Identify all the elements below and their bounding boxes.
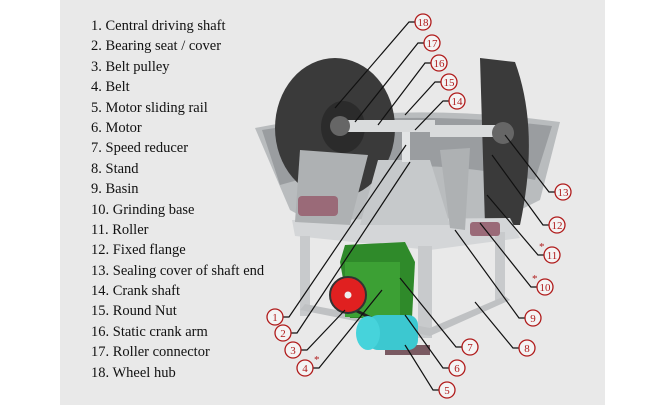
leader-line (291, 161, 411, 334)
pulley-hub (344, 291, 352, 299)
legend-item: 6. Motor (91, 119, 142, 136)
leader-line (414, 100, 449, 131)
leader-line (504, 134, 555, 193)
leader-line (301, 309, 346, 351)
callout-number: 11 (547, 250, 558, 262)
callout-number: 5 (444, 385, 450, 397)
callout-circle (440, 73, 458, 91)
stand-leg (300, 236, 310, 316)
callout-circle (448, 359, 466, 377)
callout-circle (518, 339, 536, 357)
legend-item: 2. Bearing seat / cover (91, 38, 222, 55)
leader-line (377, 62, 431, 126)
legend-item: 11. Roller (91, 221, 149, 238)
wheel-hub-right (492, 122, 514, 144)
callout-number: 7 (467, 342, 473, 354)
legend-item: 17. Roller connector (91, 344, 210, 361)
legend-item: 16. Static crank arm (91, 323, 208, 340)
stand-leg (418, 246, 432, 338)
callout-number: 2 (280, 328, 286, 340)
legend-item: 10. Grinding base (91, 201, 195, 218)
callout-number: 10 (540, 282, 552, 294)
callout-number: 17 (427, 38, 439, 50)
leader-line (454, 229, 525, 319)
crank-shaft-right (430, 125, 510, 137)
callout-number: 13 (558, 187, 570, 199)
callout-number: 14 (452, 96, 464, 108)
legend-item: 1. Central driving shaft (91, 18, 226, 34)
callout-number: 4 (302, 363, 308, 375)
callout-circle (536, 278, 554, 296)
callout-circle (284, 341, 302, 359)
leader-line (474, 301, 519, 349)
leader-line (334, 21, 415, 109)
callout-number: 8 (524, 343, 530, 355)
callout-number: 1 (272, 312, 278, 324)
legend-item: 18. Wheel hub (91, 364, 176, 381)
star-mark: * (314, 354, 320, 366)
legend-item: 7. Speed reducer (91, 140, 189, 157)
legend-item: 15. Round Nut (91, 303, 177, 320)
leader-line (479, 222, 537, 288)
callout-circle (548, 216, 566, 234)
callout-number: 9 (530, 313, 536, 325)
leader-line (283, 144, 407, 318)
motor-end (356, 316, 380, 350)
legend-item: 9. Basin (91, 181, 139, 198)
legend-item: 4. Belt (91, 79, 130, 96)
parts-legend: 1. Central driving shaft 2. Bearing seat… (91, 16, 264, 383)
callout-circle (524, 309, 542, 327)
leader-line (404, 314, 449, 369)
legend-item: 12. Fixed flange (91, 242, 186, 259)
callout-number: 15 (444, 77, 456, 89)
legend-item: 13. Sealing cover of shaft end (91, 262, 265, 279)
motor (368, 315, 418, 350)
callout-number: 18 (418, 17, 430, 29)
callout-number: 12 (552, 220, 563, 232)
callout-circle (430, 54, 448, 72)
leader-line (313, 289, 383, 369)
star-mark: * (532, 273, 538, 285)
basin-front (440, 148, 470, 230)
callout-circle (554, 183, 572, 201)
central-cone (360, 160, 450, 225)
stand-leg (495, 232, 505, 300)
callout-circle (543, 246, 561, 264)
leader-line (491, 154, 549, 226)
crank-shaft (340, 120, 435, 132)
callout-circle (274, 324, 292, 342)
callout-circle (438, 381, 456, 399)
legend-item: 8. Stand (91, 160, 139, 177)
wheel-hub (330, 116, 350, 136)
leader-line (404, 344, 439, 391)
central-driving-shaft (402, 132, 410, 162)
leader-line (404, 81, 441, 116)
callout-circle (266, 308, 284, 326)
legend-item: 14. Crank shaft (91, 283, 180, 300)
callout-number: 6 (454, 363, 460, 375)
callout-circle (296, 359, 314, 377)
callout-circle (414, 13, 432, 31)
grinding-base (298, 196, 338, 216)
star-mark: * (539, 241, 545, 253)
callout-number: 3 (290, 345, 296, 357)
callout-circle (461, 338, 479, 356)
leader-line (486, 194, 544, 256)
legend-item: 3. Belt pulley (91, 58, 170, 75)
callout-circle (448, 92, 466, 110)
legend-item: 5. Motor sliding rail (91, 99, 208, 116)
callout-number: 16 (434, 58, 446, 70)
leader-line (354, 42, 424, 123)
callout-circle (423, 34, 441, 52)
leader-line (399, 277, 462, 348)
